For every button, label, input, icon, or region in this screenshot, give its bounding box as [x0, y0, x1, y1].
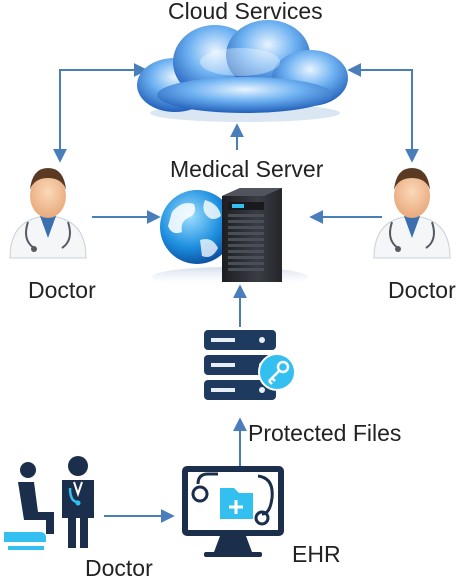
- cloud-services-label: Cloud Services: [168, 0, 323, 24]
- ehr-monitor-icon: [182, 466, 284, 557]
- cloud-icon: [137, 20, 348, 122]
- arrows: [53, 63, 419, 523]
- arrow-doctor-right-cloud: [347, 63, 419, 163]
- globe-icon: [160, 190, 234, 264]
- patient-doctor-icon: [4, 456, 94, 550]
- key-icon: [258, 353, 296, 391]
- doctor-bottom-label: Doctor: [85, 555, 153, 581]
- server-icon: [222, 188, 282, 282]
- arrow-doctor-left-cloud: [53, 63, 148, 163]
- doctor-left-label: Doctor: [28, 277, 96, 303]
- medical-server-group: [152, 188, 308, 287]
- medical-server-label: Medical Server: [170, 156, 324, 182]
- file-server-icon: [204, 330, 296, 400]
- doctor-right-label: Doctor: [388, 277, 456, 303]
- doctor-icon: [9, 168, 87, 259]
- doctor-icon: [373, 168, 451, 259]
- protected-files-label: Protected Files: [248, 420, 402, 446]
- ehr-label: EHR: [292, 541, 341, 567]
